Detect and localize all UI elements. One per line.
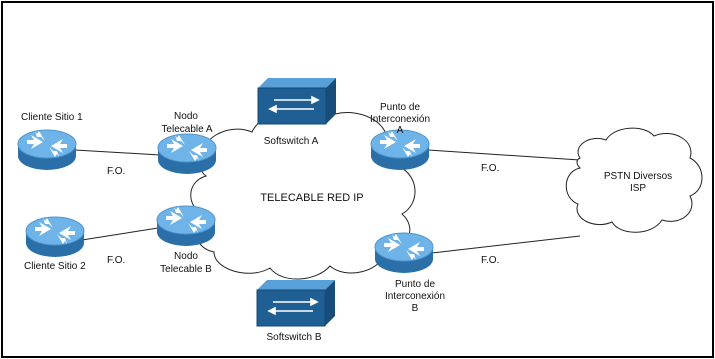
router-icon-cliente1 <box>17 129 77 171</box>
label-fo-3: F.O. <box>481 163 499 174</box>
label-pstn-line2: ISP <box>630 183 646 194</box>
router-icon-cliente2 <box>25 216 85 258</box>
link-puntoB-pstn <box>431 235 581 254</box>
router-icon-nodoA <box>157 133 217 175</box>
link-cliente2-nodoB <box>81 227 159 241</box>
link-cliente1-nodoA <box>74 149 161 156</box>
label-puntoA-line3: A <box>397 125 404 136</box>
label-puntoB-line3: B <box>412 303 419 314</box>
label-puntoB-line2: Interconexión <box>385 291 445 302</box>
label-nodoB-line2: Telecable B <box>160 264 212 275</box>
switch-icon-softswitchB <box>256 279 336 327</box>
label-puntoA-line1: Punto de <box>380 102 420 113</box>
label-cliente2: Cliente Sitio 2 <box>24 261 86 272</box>
label-puntoA-line2: Interconexión <box>370 114 430 125</box>
label-puntoB-line1: Punto de <box>395 279 435 290</box>
label-fo-2: F.O. <box>107 255 125 266</box>
link-puntoA-pstn <box>427 149 581 161</box>
label-nodoA-line1: Nodo <box>174 111 198 122</box>
label-cliente1: Cliente Sitio 1 <box>21 112 83 123</box>
router-icon-nodoB <box>156 205 216 247</box>
label-softswitchB: Softswitch B <box>266 332 321 343</box>
label-red-ip: TELECABLE RED IP <box>260 192 363 204</box>
links <box>74 149 581 254</box>
router-icon-puntoA <box>370 129 430 171</box>
label-fo-1: F.O. <box>107 166 125 177</box>
switch-icon-softswitchA <box>257 77 337 125</box>
label-softswitchA: Softswitch A <box>264 136 319 147</box>
label-pstn-line1: PSTN Diversos <box>604 171 672 182</box>
router-icon-puntoB <box>374 232 434 274</box>
label-nodoA-line2: Telecable A <box>161 124 212 135</box>
pstn-cloud <box>565 127 703 233</box>
label-fo-4: F.O. <box>481 255 499 266</box>
label-nodoB-line1: Nodo <box>174 251 198 262</box>
